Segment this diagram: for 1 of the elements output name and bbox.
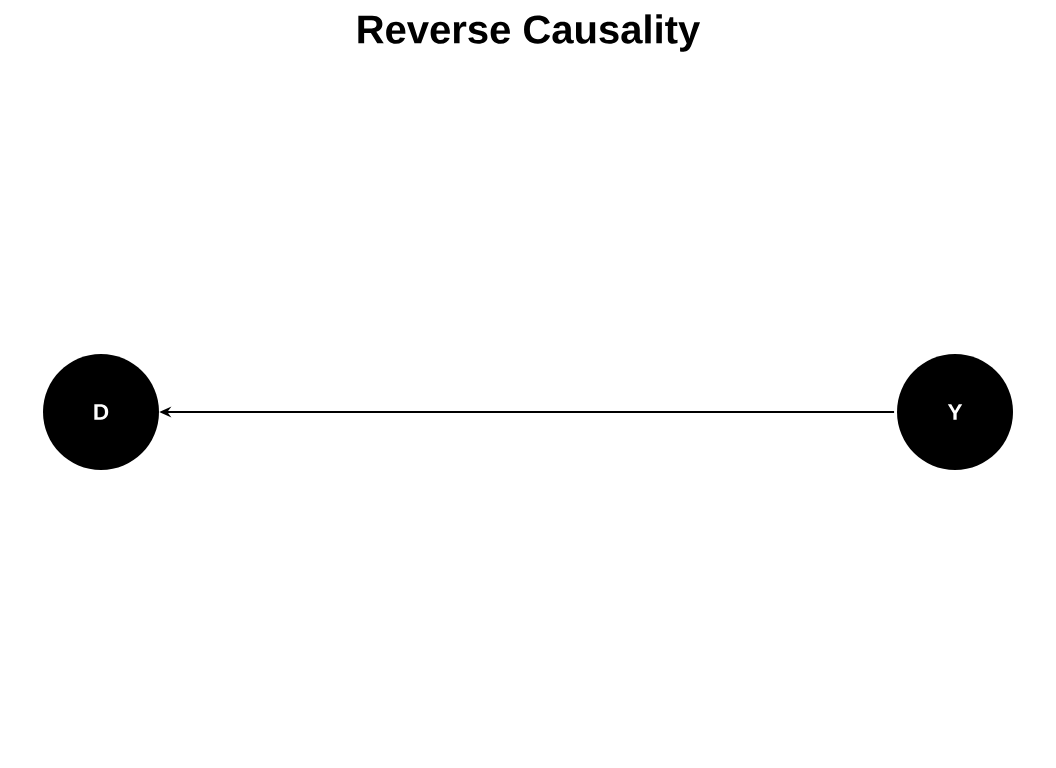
title: Reverse Causality: [358, 14, 701, 52]
